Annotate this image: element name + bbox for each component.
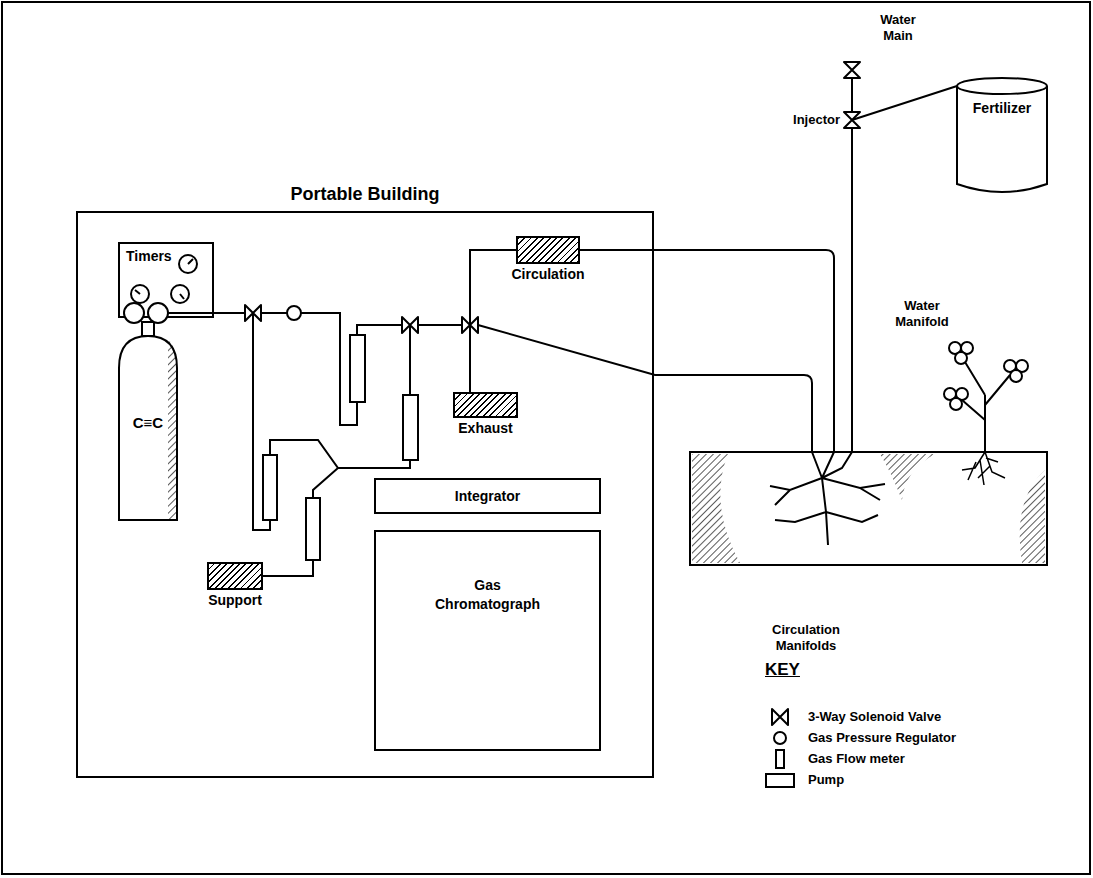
tank-outline <box>955 76 1049 198</box>
node-label: Support <box>208 592 262 609</box>
key-flowmeter-symbol <box>776 750 784 768</box>
leaf <box>955 352 967 364</box>
key-valve-symbol <box>772 709 788 725</box>
plant-stem <box>962 362 1010 452</box>
legend-text: 3-Way Solenoid Valve <box>808 709 941 725</box>
annotation-label: Water Main <box>866 12 930 44</box>
cylinder-gauge <box>124 303 144 323</box>
tubing <box>168 78 957 576</box>
plant-leaves <box>944 342 1028 410</box>
key-heading: KEY <box>765 660 800 680</box>
legend-text: Gas Flow meter <box>808 751 905 767</box>
flow-meter <box>263 455 277 520</box>
plant-roots <box>962 452 1005 485</box>
node-label: C≡C <box>131 414 165 431</box>
soil-shading <box>1020 470 1045 563</box>
flow-meter <box>350 335 365 402</box>
node-label: Exhaust <box>458 420 512 437</box>
fertilizer-tank: Fertilizer <box>955 76 1049 198</box>
instrument-box: Gas Chromatograph <box>374 530 601 751</box>
legend-text: Pump <box>808 772 844 788</box>
node-label: Timers <box>126 248 172 265</box>
annotation-label: Water Manifold <box>880 298 964 330</box>
cylinder-gauge <box>148 303 168 323</box>
annotation-label: Injector <box>760 112 840 128</box>
gas-cylinder: C≡C <box>116 296 180 522</box>
node-label: Integrator <box>376 488 599 505</box>
dial-needle <box>135 259 193 299</box>
soil-shading <box>880 454 935 500</box>
injector-valve <box>844 112 860 128</box>
solenoid-valve <box>245 305 261 321</box>
circulation-manifold <box>770 452 885 545</box>
cylinder-shading <box>168 340 177 520</box>
cylinder-body <box>119 336 177 520</box>
legend-text: Gas Pressure Regulator <box>808 730 956 746</box>
pump-box: Circulation <box>516 236 580 264</box>
solenoid-valve <box>402 317 418 333</box>
key-pump-symbol <box>766 774 794 787</box>
cylinder-neck <box>142 322 154 336</box>
flow-meter <box>403 395 418 460</box>
building-outline: Portable BuildingTimersCirculationC≡CExh… <box>76 211 654 778</box>
node-label: Fertilizer <box>955 100 1049 117</box>
pump-box: Support <box>207 562 263 590</box>
soil-bed <box>690 452 1047 565</box>
node-label: Gas Chromatograph <box>430 576 546 614</box>
solenoid-valve <box>462 317 478 333</box>
leaf <box>1010 370 1022 382</box>
soil-shading <box>692 454 740 563</box>
instrument-box: Integrator <box>374 478 601 514</box>
pump-box: Exhaust <box>453 392 518 418</box>
flow-meter <box>306 498 320 560</box>
cylinder-outline <box>116 296 180 522</box>
water-main-valve <box>844 62 860 78</box>
pressure-regulator <box>287 306 301 320</box>
node-label: Circulation <box>511 266 584 283</box>
annotation-label: Circulation Manifolds <box>756 622 856 654</box>
tank-top <box>957 78 1047 94</box>
node-label: Portable Building <box>78 184 652 205</box>
key-regulator-symbol <box>774 732 786 744</box>
leaf <box>950 398 962 410</box>
